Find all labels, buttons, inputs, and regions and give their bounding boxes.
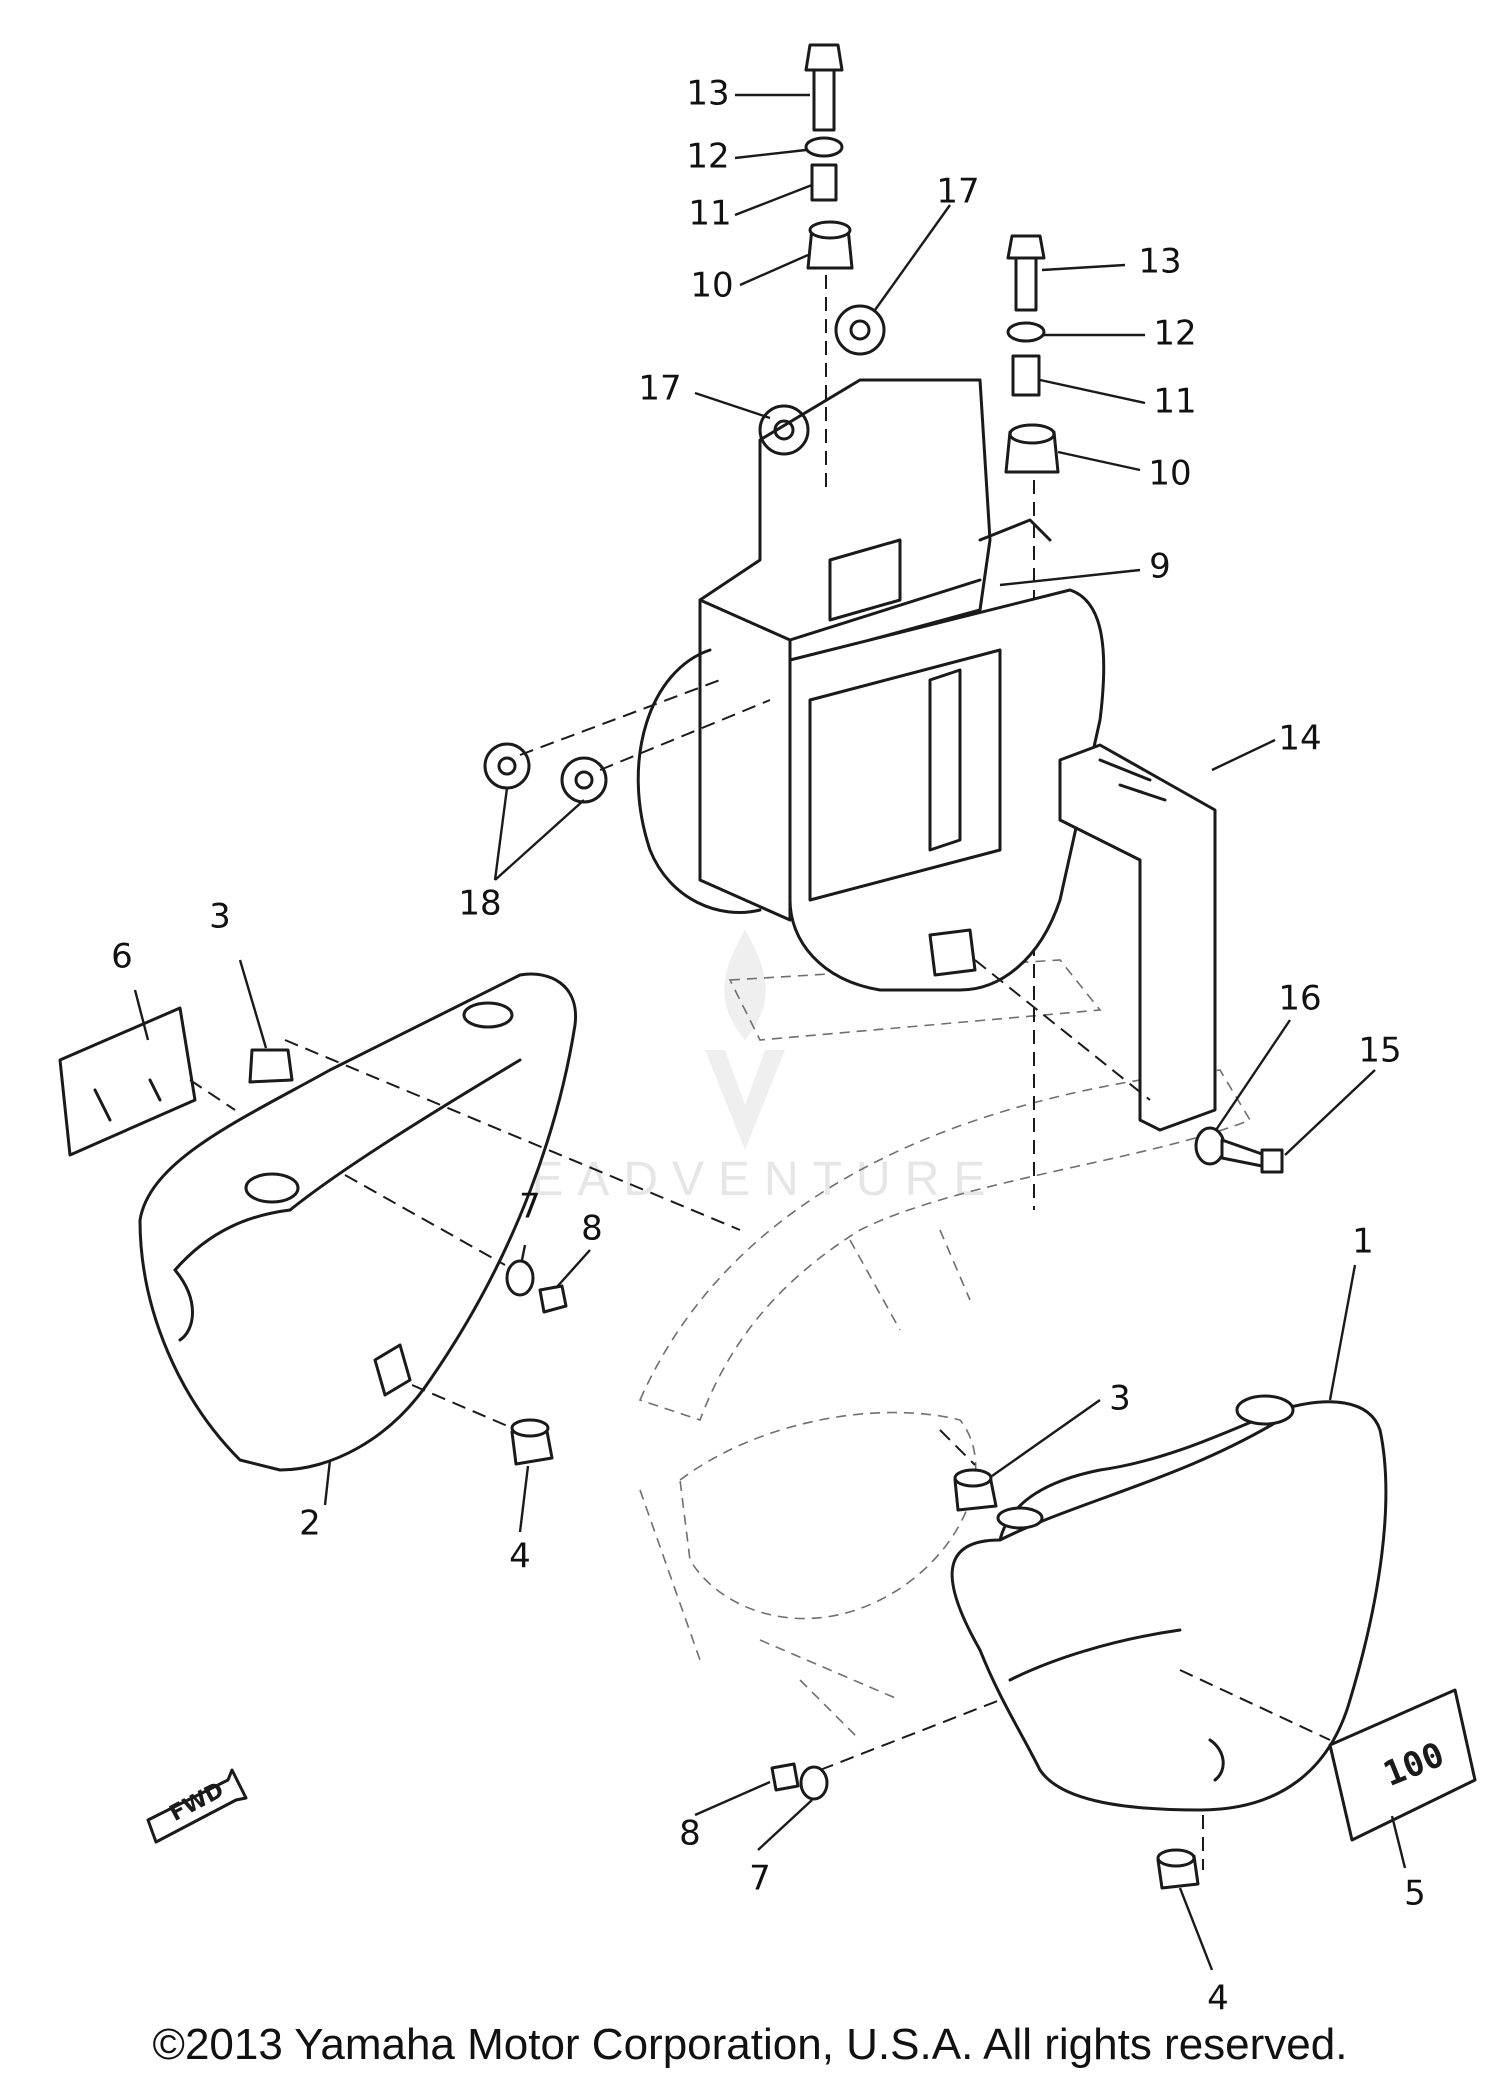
bolt-13-left	[804, 43, 844, 132]
watermark-text: LEADVENTURE	[491, 1153, 1000, 1206]
emblem-6	[58, 1006, 197, 1157]
grommet-3-left	[248, 1048, 294, 1084]
callout-18: 18	[458, 884, 501, 924]
watermark-v-icon	[705, 1050, 785, 1150]
callout-14: 14	[1278, 719, 1321, 759]
collar-11-right	[1011, 354, 1041, 397]
callout-3-right: 3	[1109, 1379, 1131, 1419]
side-cover-right	[819, 1394, 1388, 1870]
callout-15: 15	[1358, 1031, 1401, 1071]
bracket-14	[1058, 743, 1217, 1132]
callout-17-lower: 17	[638, 369, 681, 409]
callouts: 13 12 11 10 17 13 12 11 10 17 9 14 18 16…	[111, 74, 1426, 2019]
grommet-17-lower	[758, 404, 810, 456]
nut-8-right	[770, 1762, 800, 1792]
callout-10-right: 10	[1148, 454, 1191, 494]
washer-12-left	[804, 136, 844, 158]
side-cover-left	[138, 972, 578, 1472]
callout-4-left: 4	[509, 1537, 531, 1577]
washer-7-left	[505, 1259, 535, 1297]
callout-7-right: 7	[749, 1859, 771, 1899]
callout-8-left: 8	[581, 1209, 603, 1249]
grommet-17-upper	[834, 304, 886, 356]
collar-11-left	[810, 163, 838, 202]
callout-12-right: 12	[1153, 314, 1196, 354]
callout-13-left: 13	[686, 74, 729, 114]
grommets-18	[483, 679, 771, 804]
copyright-notice: ©2013 Yamaha Motor Corporation, U.S.A. A…	[152, 2020, 1348, 2069]
washer-7-right	[799, 1765, 829, 1801]
damper-4-right	[1156, 1848, 1200, 1890]
callout-16: 16	[1278, 979, 1321, 1019]
battery	[788, 588, 1106, 992]
callout-8-right: 8	[679, 1814, 701, 1854]
callout-7-left: 7	[519, 1187, 541, 1227]
callout-2: 2	[299, 1504, 321, 1544]
damper-4-left	[510, 1418, 554, 1466]
callout-11-right: 11	[1153, 382, 1196, 422]
callout-6: 6	[111, 937, 133, 977]
right-mount-hardware	[1004, 234, 1060, 1210]
watermark-flame-icon	[724, 930, 766, 1040]
bolt-15-washer-16	[1194, 1126, 1284, 1174]
frame-outline	[638, 959, 1252, 1741]
callout-5: 5	[1404, 1874, 1426, 1914]
watermark: LEADVENTURE	[491, 930, 1000, 1206]
washer-12-right	[1006, 321, 1046, 343]
callout-13-right: 13	[1138, 242, 1181, 282]
callout-9: 9	[1149, 547, 1171, 587]
leader-lines	[133, 93, 1407, 1971]
callout-17-upper: 17	[936, 172, 979, 212]
battery-grommet	[928, 928, 977, 977]
callout-10-left: 10	[690, 266, 733, 306]
nut-8-left	[538, 1284, 568, 1314]
tool-box-left	[636, 648, 762, 914]
grommet-3-right	[939, 1429, 998, 1512]
bolt-13-right	[1006, 234, 1046, 312]
callout-1: 1	[1352, 1222, 1374, 1262]
callout-12-left: 12	[686, 137, 729, 177]
emblem-5: 100	[1328, 1688, 1477, 1842]
emblem-6-leader	[189, 1079, 236, 1111]
callout-11-left: 11	[688, 194, 731, 234]
fwd-arrow: FWD	[146, 1768, 248, 1844]
callout-4-right: 4	[1207, 1979, 1229, 2019]
callout-3-left: 3	[209, 897, 231, 937]
left-mount-hardware	[804, 43, 854, 490]
